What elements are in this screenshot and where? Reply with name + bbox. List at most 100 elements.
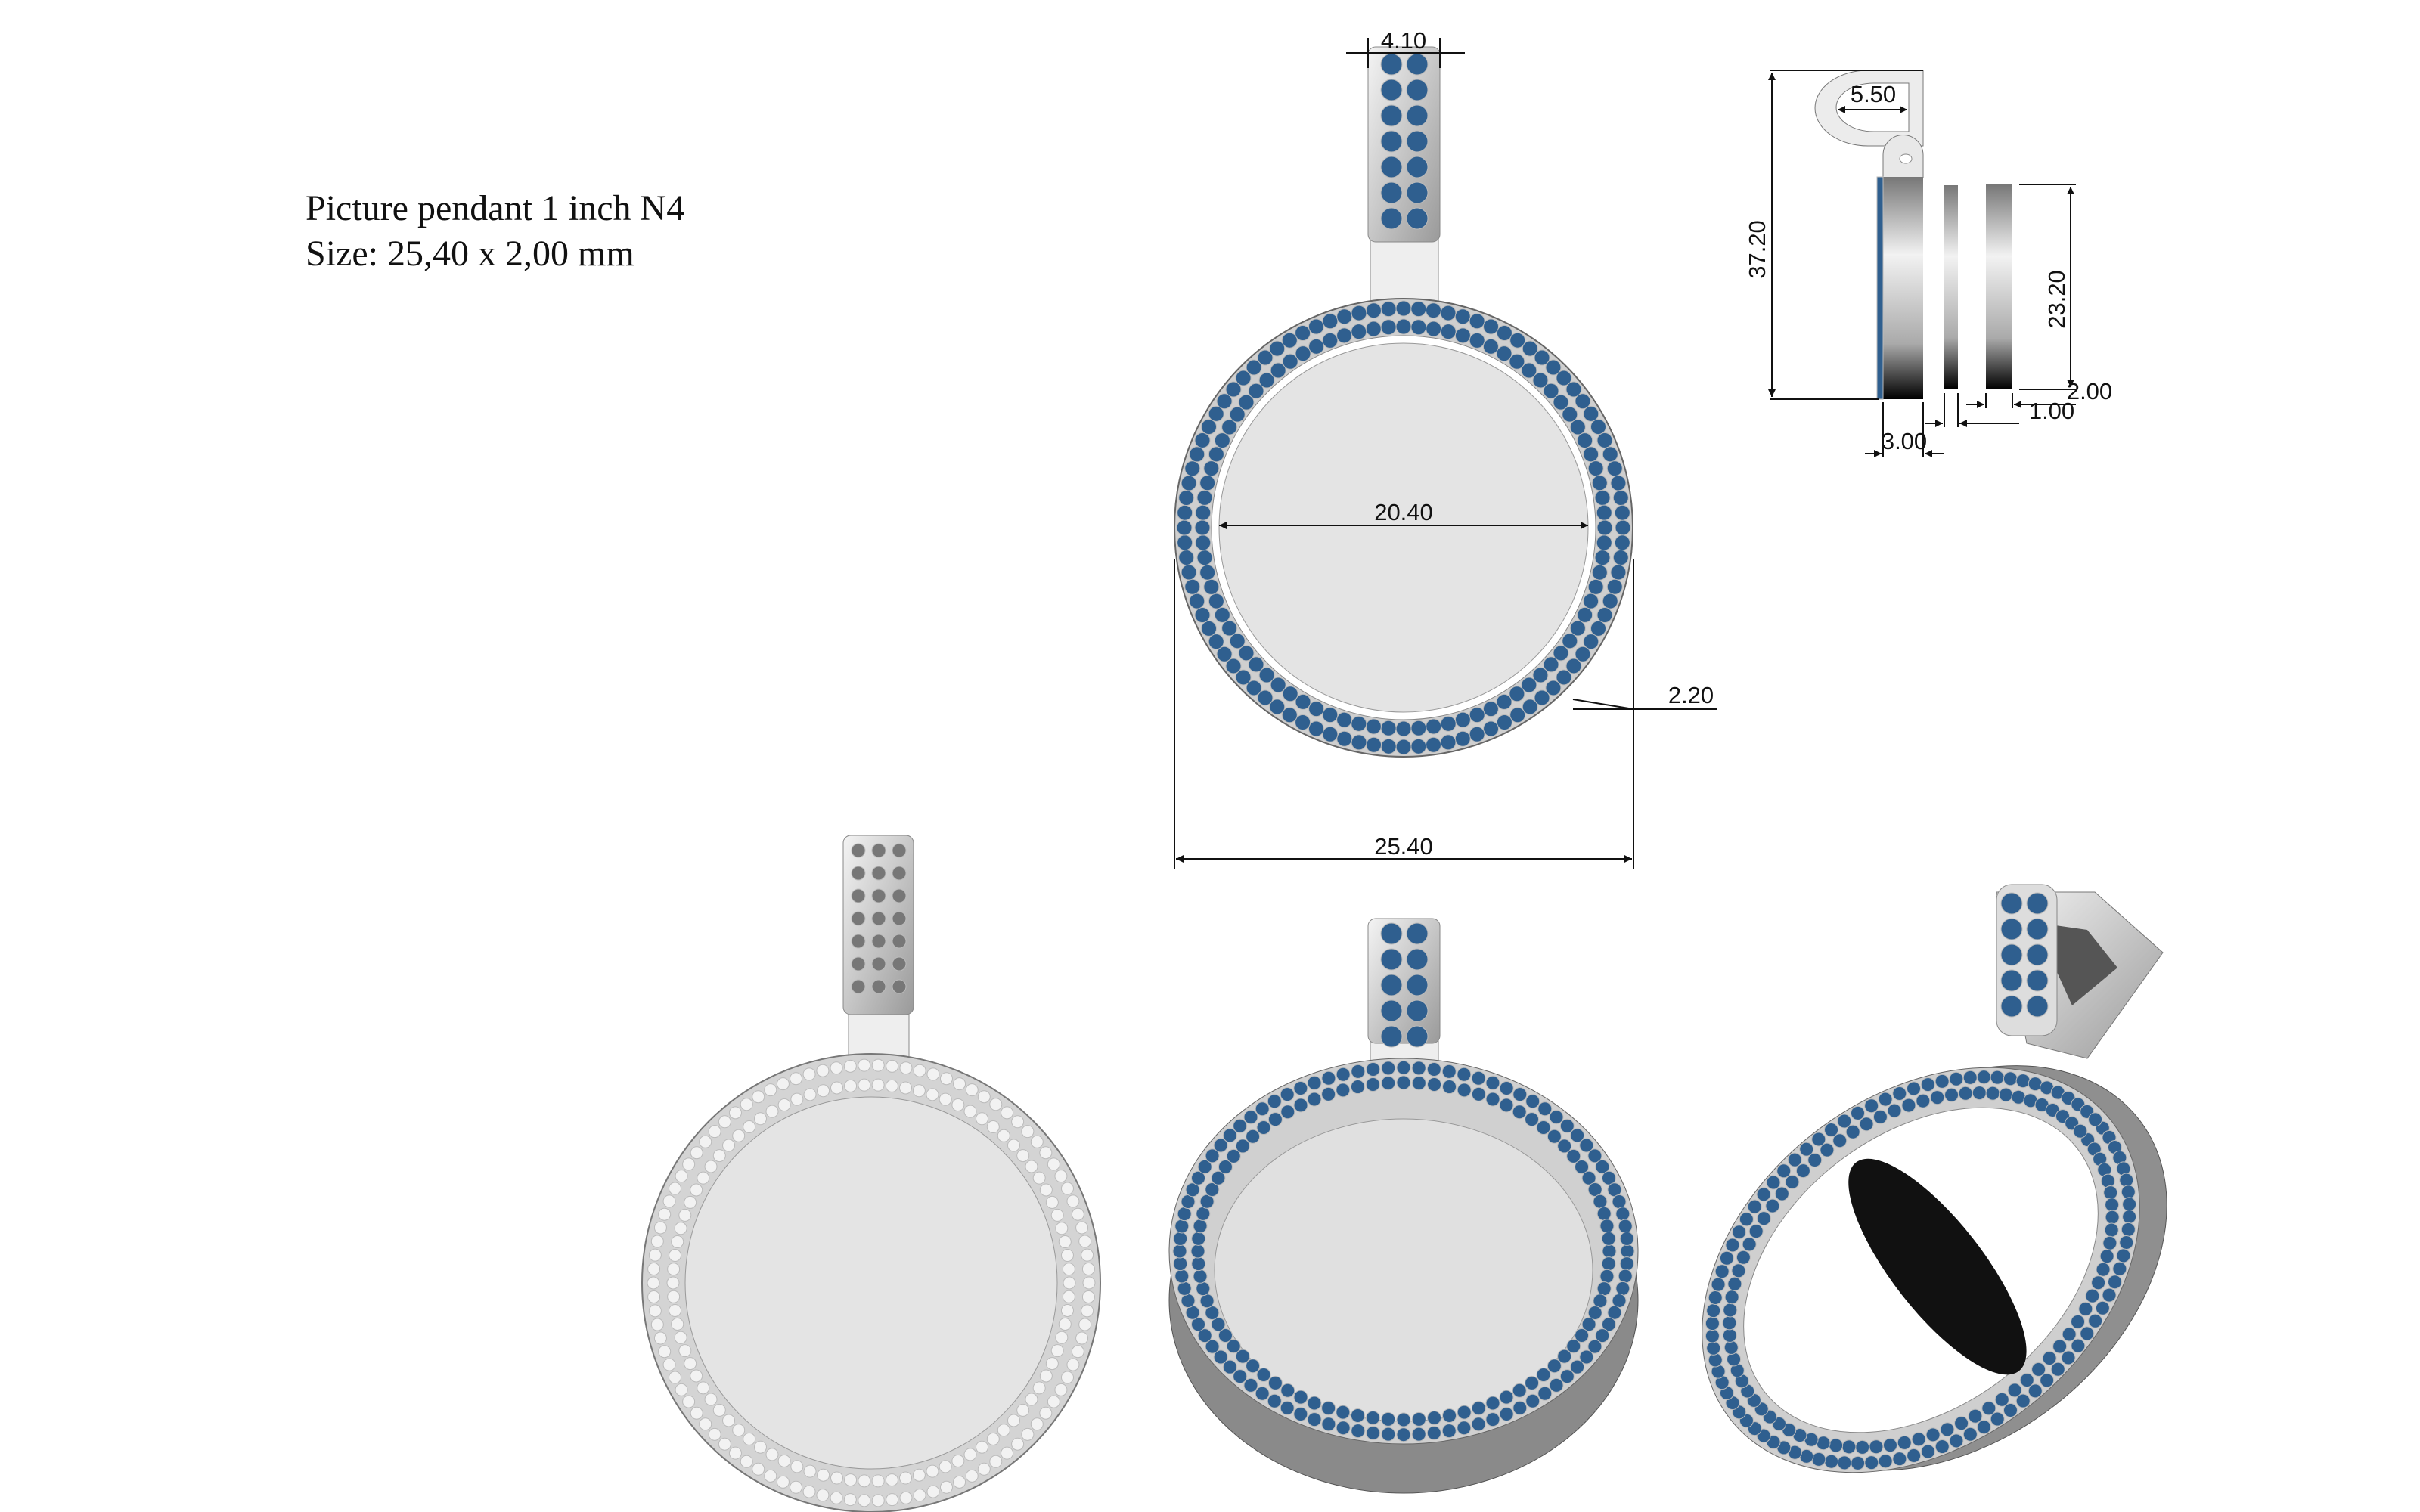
stone — [1336, 308, 1353, 325]
bail-stones — [1380, 53, 1429, 230]
stone — [699, 1418, 712, 1431]
stone — [1545, 359, 1562, 376]
stone — [1238, 645, 1255, 662]
stone — [1191, 1256, 1206, 1272]
stone — [1246, 1129, 1261, 1144]
stone — [2099, 1249, 2114, 1264]
stone — [2091, 1275, 2106, 1290]
stone — [669, 1303, 682, 1317]
stone — [1496, 693, 1512, 710]
stone — [1569, 620, 1586, 637]
body-profile — [1883, 177, 1923, 399]
stone — [1280, 1105, 1295, 1120]
stone — [1756, 1211, 1771, 1226]
stone — [892, 888, 907, 903]
stone — [2119, 1235, 2134, 1250]
stone — [2052, 1339, 2068, 1354]
stone — [1321, 1401, 1336, 1416]
stone — [1190, 1244, 1205, 1259]
stone — [1496, 345, 1512, 362]
stone — [728, 1106, 742, 1120]
stone — [1799, 1142, 1814, 1157]
stone — [1281, 332, 1298, 349]
stone — [1534, 689, 1550, 706]
stone — [1612, 549, 1629, 565]
stone — [753, 1112, 767, 1126]
stone — [951, 1454, 965, 1467]
stone — [1235, 669, 1252, 686]
perspective-view-tilted — [1702, 884, 2167, 1473]
stone — [1601, 1231, 1616, 1246]
dim-body-thickness: 3.00 — [1882, 428, 1927, 454]
stone — [653, 1221, 667, 1235]
side-view — [1814, 70, 2012, 400]
stone — [1178, 490, 1195, 507]
stone — [1196, 550, 1213, 566]
stone — [1351, 715, 1367, 732]
stone — [2050, 1362, 2065, 1377]
stone — [1496, 714, 1512, 730]
stone — [1267, 1094, 1282, 1109]
stone — [1958, 1086, 1973, 1101]
stone — [1748, 1224, 1764, 1239]
stone — [892, 979, 907, 994]
stone — [1380, 1025, 1403, 1048]
stone — [1512, 1400, 1528, 1415]
stone — [1322, 313, 1339, 330]
stone — [802, 1485, 816, 1498]
stone — [2121, 1185, 2136, 1200]
stone — [697, 1171, 710, 1185]
stone — [1837, 1114, 1852, 1129]
front-view — [1174, 46, 1634, 758]
stone — [1525, 1375, 1540, 1390]
stone — [1804, 1432, 1819, 1447]
stone — [858, 1058, 871, 1072]
stone — [1380, 207, 1403, 230]
stone — [1243, 1110, 1258, 1125]
stone — [1727, 1276, 1742, 1291]
stone — [667, 1290, 681, 1303]
stone — [1293, 1390, 1308, 1405]
stone — [1016, 1149, 1030, 1163]
stone — [1030, 1135, 1044, 1148]
stone — [1350, 1408, 1365, 1423]
stone — [1706, 1340, 1721, 1356]
stone — [2121, 1222, 2136, 1237]
stone — [1499, 1098, 1514, 1113]
stone — [1816, 1436, 1831, 1451]
stone — [1532, 372, 1549, 389]
stone — [2040, 1373, 2055, 1388]
stone — [1195, 504, 1212, 521]
stone — [666, 1276, 680, 1290]
stone — [1972, 1086, 1987, 1101]
stone — [1257, 349, 1274, 366]
stone — [1441, 1064, 1457, 1079]
stone — [1907, 1081, 1922, 1096]
stone — [1537, 1101, 1553, 1117]
stone — [1521, 677, 1537, 693]
stone — [892, 911, 907, 926]
stone — [1246, 1359, 1261, 1374]
stone — [2080, 1326, 2095, 1341]
stone — [1705, 1328, 1720, 1343]
stone — [1587, 1182, 1602, 1198]
stone — [1050, 1344, 1064, 1358]
stone — [1380, 53, 1403, 76]
stone — [871, 1474, 885, 1488]
stone — [803, 1464, 817, 1478]
stone — [1177, 504, 1193, 521]
stone — [1469, 332, 1485, 349]
stone — [1295, 325, 1311, 342]
stone — [1225, 381, 1242, 398]
stone — [1570, 1128, 1585, 1143]
stone — [1189, 446, 1205, 463]
stone — [2026, 892, 2049, 915]
stone — [1214, 606, 1230, 623]
stone — [1406, 104, 1429, 127]
stone — [1920, 1444, 1935, 1459]
stone — [1406, 999, 1429, 1022]
stone — [790, 1072, 803, 1086]
stone — [1934, 1439, 1950, 1455]
stone — [740, 1098, 753, 1111]
stone — [1246, 680, 1262, 696]
